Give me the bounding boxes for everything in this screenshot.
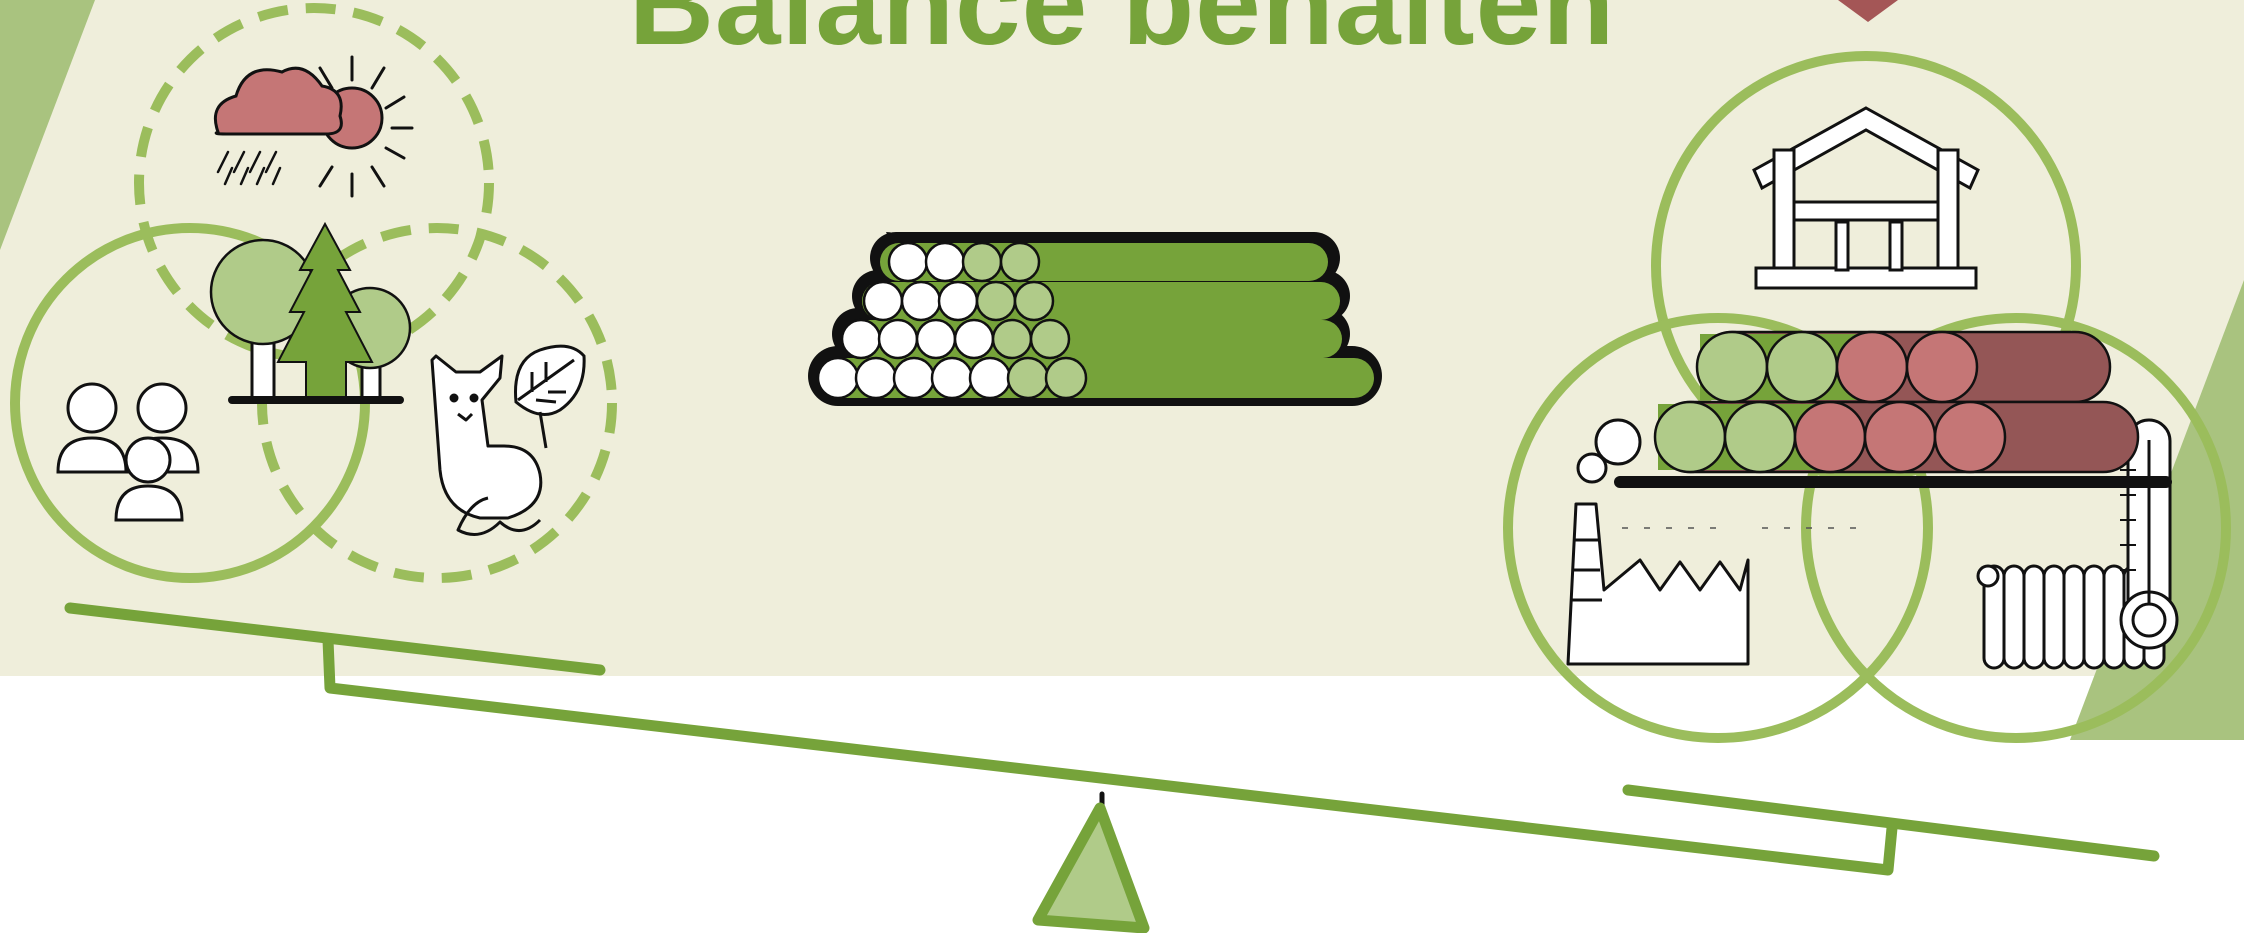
left-corner-shape bbox=[0, 0, 95, 250]
right-log-pile-icon bbox=[1614, 330, 2172, 529]
forest-icon bbox=[209, 221, 412, 404]
circle-industry bbox=[1503, 313, 1933, 743]
thermometer-icon bbox=[2119, 418, 2179, 650]
fox-icon bbox=[430, 354, 543, 536]
log-pile-icon bbox=[808, 232, 1382, 406]
leaf-icon bbox=[514, 344, 586, 449]
weather-icon bbox=[213, 55, 414, 198]
page-title: Balance behalten bbox=[628, 0, 1616, 70]
seesaw-icon bbox=[64, 602, 2160, 933]
top-marker-shape bbox=[1838, 0, 1898, 22]
circle-weather bbox=[134, 3, 494, 363]
people-icon bbox=[56, 382, 200, 522]
house-frame-icon bbox=[1752, 106, 1980, 290]
factory-icon bbox=[1566, 418, 1750, 666]
